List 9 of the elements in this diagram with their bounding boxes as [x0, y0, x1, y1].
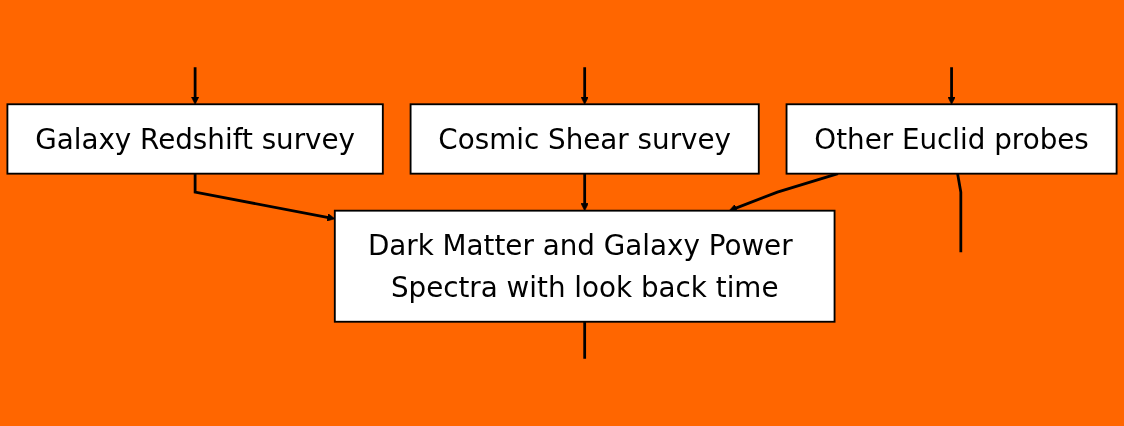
- arrow: [580, 173, 589, 212]
- arrow: [580, 67, 589, 105]
- process-box: Cosmic Shear survey: [409, 103, 760, 175]
- process-box: Dark Matter and Galaxy Power Spectra with look back time: [333, 209, 836, 323]
- arrow: [947, 67, 956, 105]
- arrow: [191, 67, 200, 105]
- arrow: [728, 172, 839, 212]
- process-box: Galaxy Redshift survey: [6, 103, 384, 175]
- process-box: Other Euclid probes: [785, 103, 1118, 175]
